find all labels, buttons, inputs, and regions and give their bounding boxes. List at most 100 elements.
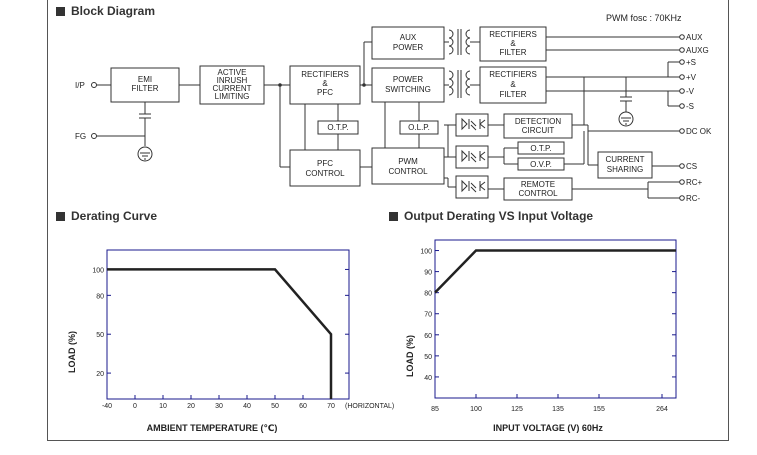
fg-label: FG [75, 132, 86, 141]
x-tick-label: 264 [656, 406, 668, 413]
plot-area-frame [106, 249, 350, 400]
svg-text:RECTIFIERS: RECTIFIERS [301, 70, 349, 79]
x-tick-label: 85 [431, 406, 439, 413]
aux-transformer-icon [444, 29, 471, 55]
svg-text:SWITCHING: SWITCHING [385, 85, 431, 94]
svg-text:&: & [322, 79, 328, 88]
otp-secondary-block: O.T.P. [517, 141, 565, 155]
block-diagram: I/P FG EMI FILTER ACTIVE INRUSH CURRENT … [75, 26, 712, 203]
inrush-limiting-block: ACTIVE INRUSH CURRENT LIMITING [199, 65, 265, 105]
block-diagram-title: Block Diagram [71, 4, 156, 18]
x-tick-label: 40 [243, 403, 251, 410]
y-tick-label: 80 [96, 293, 104, 300]
derating-curve-title: Derating Curve [71, 209, 158, 223]
derating-curve-heading: Derating Curve [56, 209, 157, 223]
heading-square-icon [389, 211, 398, 221]
y-tick-label: 40 [424, 375, 432, 382]
pin-rc-minus: RC- [686, 194, 701, 203]
svg-text:CONTROL: CONTROL [305, 169, 345, 178]
svg-text:INRUSH: INRUSH [217, 76, 248, 85]
y-tick-label: 80 [424, 291, 432, 298]
x-tick-label: 20 [187, 403, 195, 410]
y-tick-label: 60 [424, 333, 432, 340]
pwm-frequency-label: PWM fosc : 70KHz [606, 13, 682, 23]
x-tick-label: 10 [159, 403, 167, 410]
svg-text:SHARING: SHARING [607, 165, 643, 174]
y-tick-label: 50 [424, 354, 432, 361]
svg-text:POWER: POWER [393, 43, 423, 52]
x-tick-label: 125 [511, 406, 523, 413]
svg-text:RECTIFIERS: RECTIFIERS [489, 70, 537, 79]
y-tick-label: 100 [420, 249, 432, 256]
svg-text:O.T.P.: O.T.P. [530, 144, 551, 153]
svg-text:PFC: PFC [317, 88, 333, 97]
svg-text:CONTROL: CONTROL [518, 189, 558, 198]
pfc-control-block: PFC CONTROL [289, 149, 361, 187]
y-tick-label: 100 [92, 267, 104, 274]
svg-text:CURRENT: CURRENT [605, 155, 644, 164]
ground-icon [137, 146, 153, 162]
x-tick-label: 50 [271, 403, 279, 410]
svg-text:O.T.P.: O.T.P. [327, 123, 348, 132]
svg-text:O.V.P.: O.V.P. [530, 160, 552, 169]
pwm-control-block: PWM CONTROL [371, 147, 445, 185]
x-tick-label: 0 [133, 403, 137, 410]
output-derating-title: Output Derating VS Input Voltage [404, 209, 594, 223]
pin-minus-v: -V [686, 87, 695, 96]
x-tick-label: 30 [215, 403, 223, 410]
y-tick-label: 50 [96, 332, 104, 339]
pin-auxg: AUXG [686, 46, 709, 55]
svg-text:FILTER: FILTER [500, 48, 527, 57]
current-sharing-block: CURRENT SHARING [597, 151, 653, 179]
svg-text:RECTIFIERS: RECTIFIERS [489, 30, 537, 39]
output-derating-heading: Output Derating VS Input Voltage [389, 209, 593, 223]
pin-dc-ok: DC OK [686, 127, 712, 136]
x-tick-suffix: (HORIZONTAL) [345, 403, 394, 410]
output-ground-icon [618, 111, 634, 127]
emi-filter-block: EMI FILTER [110, 67, 180, 103]
x-tick-label: 70 [327, 403, 335, 410]
pin-plus-v: +V [686, 73, 697, 82]
y-axis-label: LOAD (%) [405, 335, 415, 377]
y-tick-label: 70 [424, 312, 432, 319]
rectifiers-filter-main-block: RECTIFIERS & FILTER [479, 66, 547, 104]
svg-text:AUX: AUX [400, 33, 417, 42]
derating-line [107, 268, 333, 399]
rectifiers-filter-aux-block: RECTIFIERS & FILTER [479, 26, 547, 62]
rectifiers-pfc-block: RECTIFIERS & PFC [289, 65, 361, 105]
svg-text:FILTER: FILTER [500, 90, 527, 99]
svg-text:PWM: PWM [398, 157, 418, 166]
pin-aux: AUX [686, 33, 703, 42]
svg-text:&: & [510, 39, 516, 48]
plot-area-frame [434, 239, 677, 399]
x-tick-label: 100 [470, 406, 482, 413]
svg-text:LIMITING: LIMITING [215, 92, 250, 101]
y-tick-label: 90 [424, 270, 432, 277]
aux-power-block: AUX POWER [371, 26, 445, 60]
x-axis-label: AMBIENT TEMPERATURE (℃) [147, 423, 278, 433]
svg-text:DETECTION: DETECTION [515, 117, 561, 126]
svg-text:FILTER: FILTER [132, 84, 159, 93]
y-axis-label: LOAD (%) [67, 331, 77, 373]
svg-text:CURRENT: CURRENT [212, 84, 251, 93]
y-tick-label: 20 [96, 371, 104, 378]
svg-text:EMI: EMI [138, 75, 152, 84]
output-pins: AUX AUXG +S +V -V -S DC OK CS RC+ RC- [679, 33, 712, 203]
detection-circuit-block: DETECTION CIRCUIT [503, 113, 573, 139]
datasheet-frame [47, 0, 729, 441]
pin-plus-s: +S [686, 58, 696, 67]
svg-text:O.L.P.: O.L.P. [408, 123, 430, 132]
x-tick-label: 60 [299, 403, 307, 410]
svg-text:REMOTE: REMOTE [521, 180, 555, 189]
heading-square-icon [56, 6, 65, 16]
block-diagram-heading: Block Diagram [56, 4, 155, 18]
heading-square-icon [56, 211, 65, 221]
svg-text:CONTROL: CONTROL [388, 167, 428, 176]
main-transformer-icon [444, 70, 471, 98]
svg-text:CIRCUIT: CIRCUIT [522, 126, 555, 135]
svg-text:&: & [510, 80, 516, 89]
x-tick-label: 155 [593, 406, 605, 413]
svg-text:POWER: POWER [393, 75, 423, 84]
